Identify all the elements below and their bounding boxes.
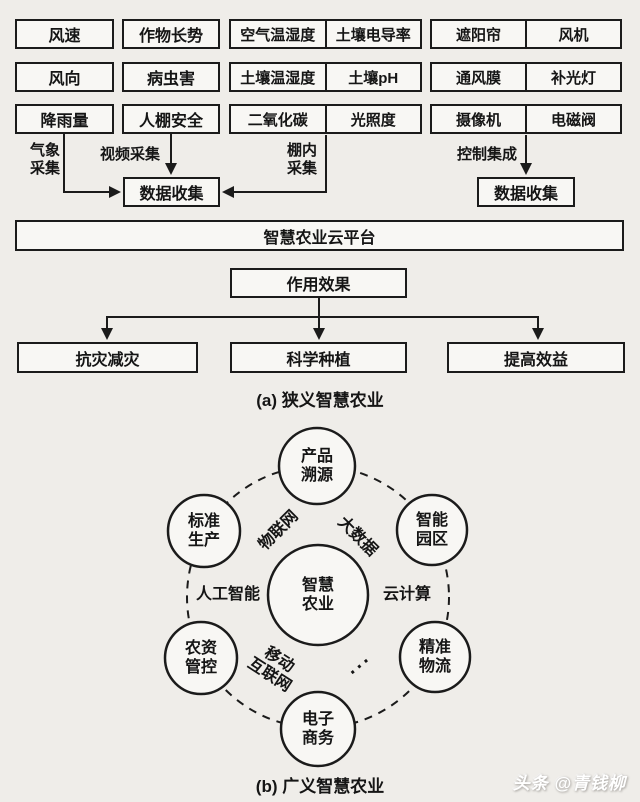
label-weather-line1: 气象 xyxy=(29,142,60,159)
label-ai: 人工智能 xyxy=(195,586,261,603)
node-precise-logistics-line2: 物流 xyxy=(418,658,452,675)
box-disaster-reduction: 抗灾减灾 xyxy=(17,342,198,373)
box-pest: 病虫害 xyxy=(122,62,220,92)
box-effect: 作用效果 xyxy=(230,268,407,298)
label-weather-collection: 气象 采集 xyxy=(23,142,67,178)
box-wind-speed-label: 风速 xyxy=(48,28,81,45)
node-ecommerce: 电子 商务 xyxy=(302,710,334,748)
box-solenoid-valve: 电磁阀 xyxy=(525,106,620,132)
node-agri-material-control: 农资 管控 xyxy=(185,639,217,677)
box-soil-group: 土壤温湿度 土壤pH xyxy=(229,62,422,92)
node-standard-production-line1: 标准 xyxy=(187,513,221,530)
node-ecommerce-line2: 商务 xyxy=(301,730,335,747)
node-product-traceability: 产品 溯源 xyxy=(301,447,333,485)
node-smart-park-line1: 智能 xyxy=(415,512,449,529)
label-video-collection: 视频采集 xyxy=(99,146,160,163)
box-vent-light-group: 通风膜 补光灯 xyxy=(430,62,622,92)
box-data-collection-right: 数据收集 xyxy=(477,177,575,207)
box-air-temp-humidity: 空气温湿度 xyxy=(240,26,316,44)
label-weather-line2: 采集 xyxy=(29,160,60,177)
node-standard-production: 标准 生产 xyxy=(188,512,220,550)
node-smart-park-line2: 园区 xyxy=(415,531,449,548)
box-soil-ph: 土壤pH xyxy=(324,64,421,90)
node-center-line2: 农业 xyxy=(301,596,335,613)
box-crop-growth: 作物长势 xyxy=(122,19,220,49)
node-agri-material-line1: 农资 xyxy=(184,640,218,657)
label-cloud-computing: 云计算 xyxy=(382,586,432,603)
caption-panel-a: (a) 狭义智慧农业 xyxy=(256,391,384,410)
box-wind-direction: 风向 xyxy=(15,62,114,92)
box-co2: 二氧化碳 xyxy=(247,111,308,129)
node-standard-production-line2: 生产 xyxy=(187,532,221,549)
box-soil-temp-humidity: 土壤温湿度 xyxy=(240,69,316,87)
node-precise-logistics-line1: 精准 xyxy=(418,639,452,656)
box-rainfall-label: 降雨量 xyxy=(40,113,89,130)
box-fan: 风机 xyxy=(525,21,620,47)
box-co2-light-group: 二氧化碳 光照度 xyxy=(229,104,422,134)
box-wind-speed: 风速 xyxy=(15,19,114,49)
box-rainfall: 降雨量 xyxy=(15,104,114,134)
label-indoor-line2: 采集 xyxy=(286,160,317,177)
node-product-traceability-line1: 产品 xyxy=(300,448,334,465)
node-agri-material-line2: 管控 xyxy=(184,659,218,676)
box-greenhouse-safety: 人棚安全 xyxy=(122,104,220,134)
caption-panel-b: (b) 广义智慧农业 xyxy=(255,777,385,796)
box-light-intensity: 光照度 xyxy=(324,106,421,132)
box-crop-growth-label: 作物长势 xyxy=(138,28,203,45)
node-smart-agriculture-center: 智慧 农业 xyxy=(302,576,334,614)
label-indoor-line1: 棚内 xyxy=(286,142,317,159)
node-product-traceability-line2: 溯源 xyxy=(300,467,334,484)
box-wind-direction-label: 风向 xyxy=(48,71,81,88)
box-pest-label: 病虫害 xyxy=(146,71,195,88)
box-camera: 摄像机 xyxy=(455,111,501,129)
box-scientific-planting: 科学种植 xyxy=(230,342,407,373)
box-grow-light: 补光灯 xyxy=(525,64,620,90)
box-shade-curtain: 遮阳帘 xyxy=(455,26,501,44)
toutiao-watermark: 头条 @青钱柳 xyxy=(512,774,626,793)
box-soil-conductivity: 土壤电导率 xyxy=(324,21,421,47)
node-ecommerce-line1: 电子 xyxy=(301,711,335,728)
box-improve-benefit: 提高效益 xyxy=(447,342,625,373)
box-shade-fan-group: 遮阳帘 风机 xyxy=(430,19,622,49)
box-data-collection-left: 数据收集 xyxy=(123,177,220,207)
label-control-integration: 控制集成 xyxy=(456,146,517,163)
box-cloud-platform: 智慧农业云平台 xyxy=(15,220,624,251)
node-precise-logistics: 精准 物流 xyxy=(419,638,451,676)
box-greenhouse-safety-label: 人棚安全 xyxy=(138,113,203,130)
box-camera-valve-group: 摄像机 电磁阀 xyxy=(430,104,622,134)
node-smart-park: 智能 园区 xyxy=(416,511,448,549)
label-indoor-collection: 棚内 采集 xyxy=(279,142,325,178)
box-air-soil-group: 空气温湿度 土壤电导率 xyxy=(229,19,422,49)
node-center-line1: 智慧 xyxy=(301,577,335,594)
box-vent-film: 通风膜 xyxy=(455,69,501,87)
